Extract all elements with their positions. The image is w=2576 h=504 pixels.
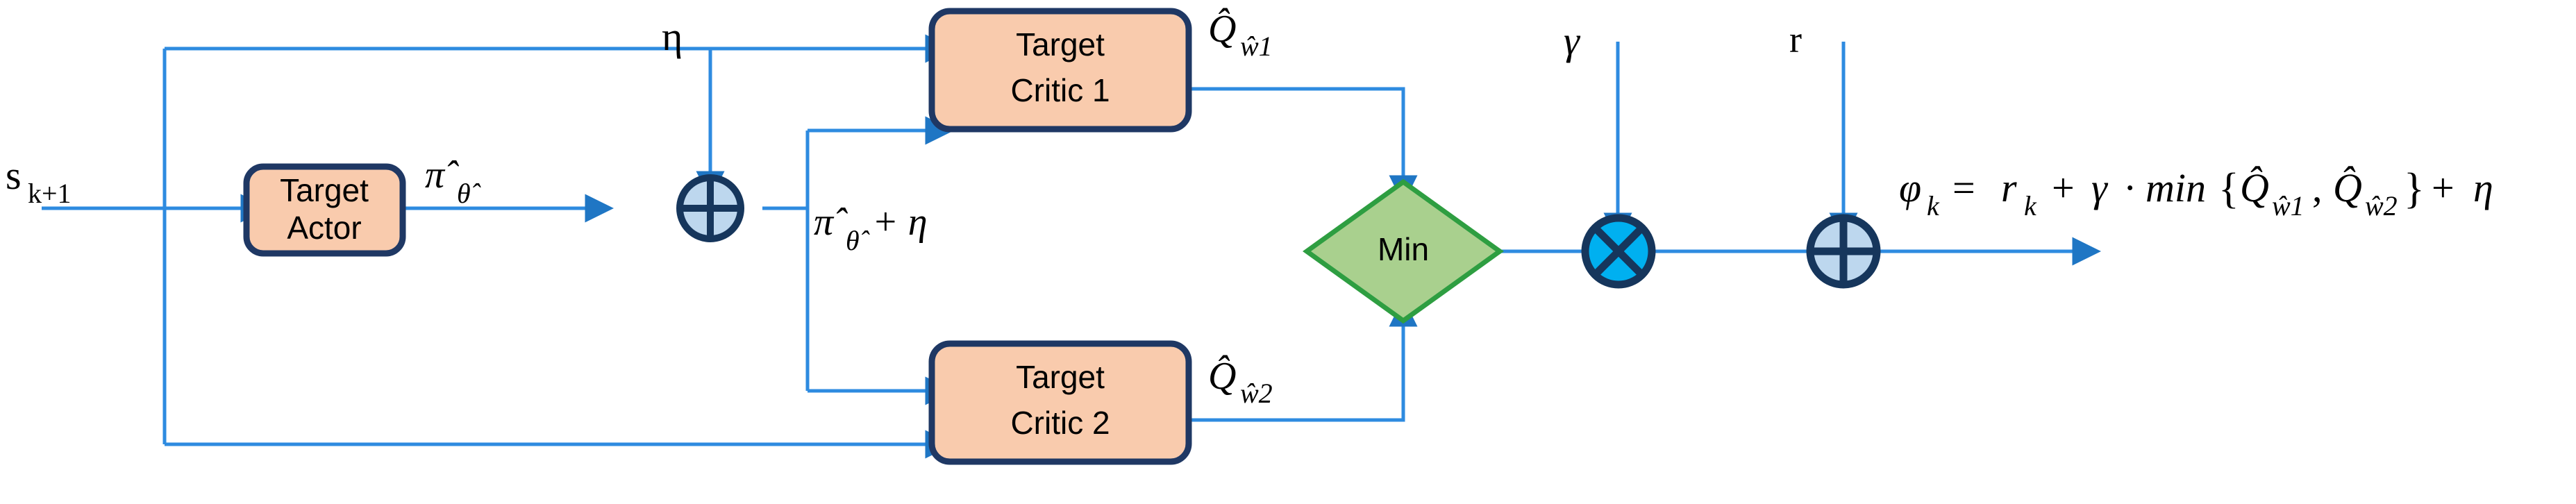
label-q1-sub: ŵ1 — [1240, 31, 1273, 62]
equation-q2-sub: ŵ2 — [2365, 190, 2398, 221]
label-actor-noisy-output: π̂ θ̂ + η — [814, 201, 928, 256]
equation-eta: η — [2473, 165, 2493, 210]
equation-r-sub: k — [2024, 190, 2037, 221]
equation-q2: Q̂ — [2333, 165, 2362, 210]
label-gamma-text: γ — [1564, 18, 1581, 63]
wire-q1-to-min — [1191, 87, 1418, 204]
block-target-critic-2-line2: Critic 2 — [1010, 405, 1110, 441]
label-eta-noise: η — [662, 14, 683, 59]
equation-phi: φ — [1899, 165, 1921, 210]
block-target-critic-1-line2: Critic 1 — [1010, 72, 1110, 108]
block-target-actor-line2: Actor — [287, 210, 361, 246]
block-target-critic-1-line1: Target — [1016, 26, 1105, 62]
label-reward: r — [1789, 19, 1802, 60]
equation-gamma: γ — [2091, 165, 2109, 210]
min-node-label: Min — [1378, 231, 1429, 267]
label-actor-output-sub: θ̂ — [457, 178, 481, 209]
equation-comma: , — [2312, 165, 2323, 210]
output-equation: φ k = r k + γ · min { Q̂ ŵ1 , Q̂ ŵ2 } … — [1899, 165, 2493, 221]
block-target-actor-line1: Target — [280, 172, 369, 208]
multiply-icon-b — [1592, 225, 1645, 278]
equation-phi-sub: k — [1927, 190, 1940, 221]
equation-q1-sub: ŵ1 — [2272, 190, 2305, 221]
equation-dot: · — [2123, 165, 2136, 210]
equation-min: min — [2146, 165, 2206, 210]
block-target-critic-2[interactable]: Target Critic 2 — [928, 340, 1192, 465]
label-reward-text: r — [1789, 19, 1802, 60]
equation-plus-2: + — [2432, 165, 2454, 210]
equation-q1: Q̂ — [2240, 165, 2269, 210]
label-q1: Q̂ ŵ1 — [1208, 7, 1273, 62]
equation-brace-right: } — [2404, 165, 2425, 212]
block-target-actor[interactable]: Target Actor — [243, 163, 406, 257]
label-gamma: γ — [1564, 18, 1581, 63]
label-actor-output-pi: π̂ — [425, 153, 459, 196]
label-actor-noisy-pi: π̂ — [814, 201, 848, 244]
label-q2-base: Q̂ — [1208, 354, 1236, 398]
equation-equals: = — [1952, 165, 1975, 210]
label-q2: Q̂ ŵ2 — [1208, 354, 1273, 409]
label-state-input: s k+1 — [6, 153, 72, 209]
label-q1-base: Q̂ — [1208, 7, 1236, 51]
noise-sum-node[interactable] — [676, 174, 744, 242]
label-actor-noisy-sub: θ̂ — [846, 225, 870, 256]
reward-sum-node[interactable] — [1806, 214, 1881, 289]
wire-q2-to-min — [1191, 298, 1418, 422]
equation-r: r — [2001, 165, 2017, 210]
equation-plus-1: + — [2052, 165, 2075, 210]
min-node[interactable]: Min — [1303, 178, 1504, 324]
label-actor-output: π̂ θ̂ — [425, 153, 481, 209]
block-target-critic-2-line1: Target — [1016, 359, 1105, 395]
label-state-input-base: s — [6, 153, 22, 198]
gamma-mult-node[interactable] — [1581, 214, 1656, 289]
label-actor-noisy-tail: + η — [872, 201, 928, 244]
block-target-critic-1[interactable]: Target Critic 1 — [928, 8, 1192, 133]
wires — [42, 34, 2101, 459]
label-eta-noise-text: η — [662, 14, 683, 59]
label-q2-sub: ŵ2 — [1240, 378, 1273, 409]
equation-brace-left: { — [2218, 165, 2239, 212]
label-state-input-sub: k+1 — [28, 178, 72, 209]
